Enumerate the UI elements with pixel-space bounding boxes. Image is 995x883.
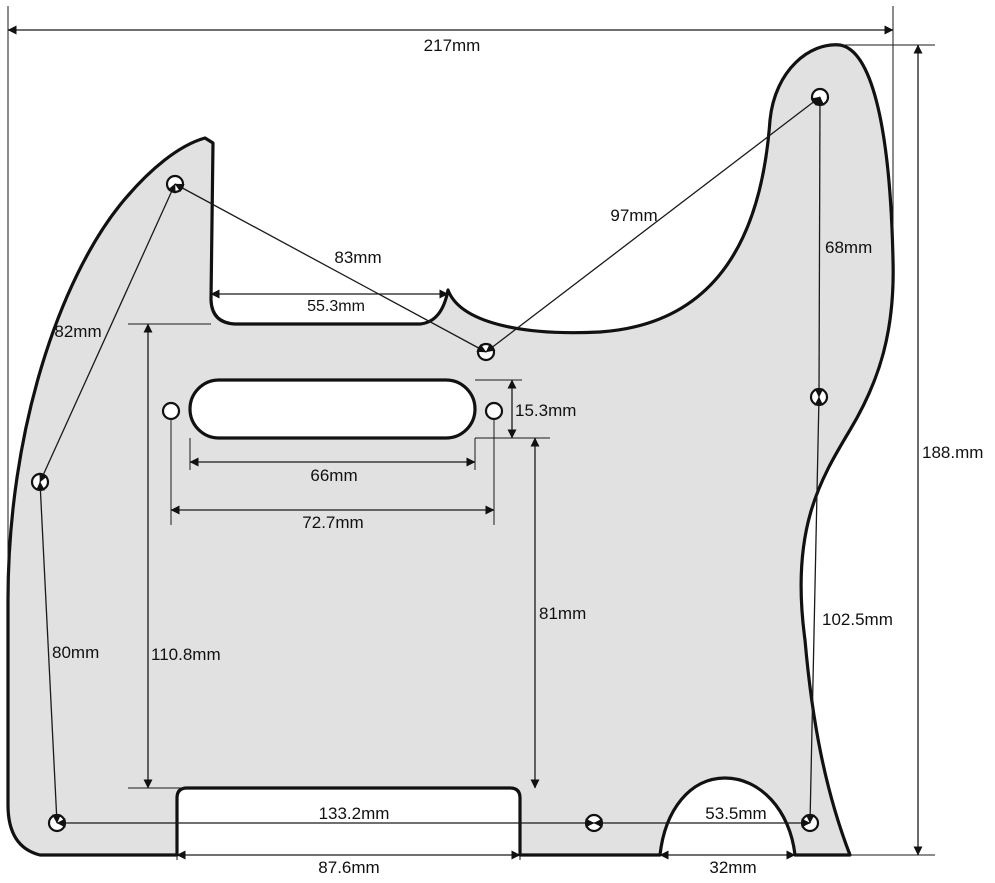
label-slot-height: 15.3mm [515, 401, 576, 420]
dim-line-68mm [814, 96, 825, 398]
label-83mm: 83mm [334, 248, 381, 267]
dim-line-82mm [39, 183, 176, 483]
label-81mm: 81mm [539, 604, 586, 623]
label-110-8mm: 110.8mm [151, 645, 221, 664]
pickup-mount-hole-left [161, 401, 181, 421]
label-133-2mm: 133.2mm [319, 804, 390, 823]
label-87-6mm: 87.6mm [318, 858, 379, 877]
dim-line-80mm [35, 481, 62, 824]
label-overall-width: 217mm [424, 36, 481, 55]
label-mount-spacing: 72.7mm [302, 513, 363, 532]
label-82mm: 82mm [54, 322, 101, 341]
label-68mm: 68mm [825, 238, 872, 257]
dim-line-83mm [174, 183, 487, 353]
pickup-mount-hole-right [484, 401, 504, 421]
pickup-slot [188, 378, 477, 440]
label-slot-length: 66mm [310, 466, 357, 485]
label-80mm: 80mm [52, 643, 99, 662]
label-97mm: 97mm [610, 206, 657, 225]
label-overall-height: 188.mm [922, 443, 983, 462]
label-53-5mm: 53.5mm [705, 804, 766, 823]
label-102-5mm: 102.5mm [822, 610, 893, 629]
pickguard-outline [6, 43, 895, 857]
dim-line-97mm [485, 96, 821, 353]
label-neck-pocket: 55.3mm [307, 298, 365, 315]
dim-line-102-5mm [805, 396, 824, 824]
label-32mm: 32mm [709, 858, 756, 877]
